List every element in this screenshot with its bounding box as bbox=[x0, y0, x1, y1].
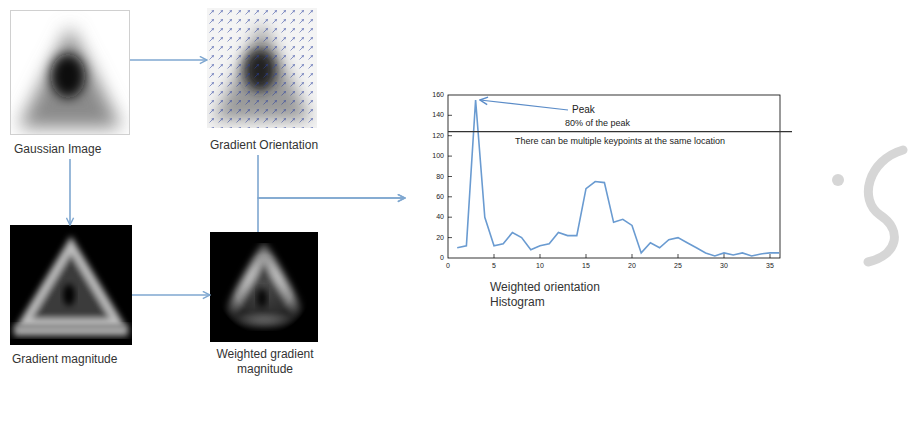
image-panel: Gradient magnitude bbox=[10, 225, 132, 369]
flow-arrow bbox=[258, 155, 405, 198]
gaussian-image bbox=[10, 10, 130, 135]
y-tick-label: 60 bbox=[436, 193, 444, 201]
y-tick-label: 160 bbox=[432, 91, 444, 99]
weighted-magnitude-image bbox=[210, 232, 318, 342]
image-panel: Gradient Orientation bbox=[207, 8, 319, 155]
image-caption: Weighted orientation Histogram bbox=[490, 280, 625, 310]
threshold-label: 80% of the peak bbox=[565, 118, 630, 128]
y-tick-label: 100 bbox=[432, 152, 444, 160]
x-tick-label: 5 bbox=[492, 262, 496, 270]
y-tick-label: 20 bbox=[436, 234, 444, 242]
image-caption: Gaussian Image bbox=[14, 142, 101, 157]
y-tick-label: 120 bbox=[432, 132, 444, 140]
image-caption: Gradient magnitude bbox=[12, 352, 117, 367]
y-tick-label: 80 bbox=[436, 173, 444, 181]
x-tick-label: 30 bbox=[720, 262, 728, 270]
x-tick-label: 10 bbox=[536, 262, 544, 270]
gradient-magnitude-image bbox=[10, 225, 132, 345]
flow-arrow bbox=[130, 59, 207, 61]
gradient-orientation-image bbox=[207, 8, 317, 128]
note-text: There can be multiple keypoints at the s… bbox=[515, 136, 725, 146]
image-caption: Weighted gradient magnitude bbox=[210, 347, 320, 377]
x-tick-label: 25 bbox=[674, 262, 682, 270]
flow-arrow bbox=[69, 159, 71, 225]
y-tick-label: 0 bbox=[440, 254, 444, 262]
image-panel: Gaussian Image bbox=[10, 10, 130, 159]
x-tick-label: 15 bbox=[582, 262, 590, 270]
x-tick-label: 20 bbox=[628, 262, 636, 270]
x-tick-label: 35 bbox=[766, 262, 774, 270]
flow-arrow bbox=[132, 294, 210, 296]
image-panel: Weighted gradient magnitude bbox=[210, 232, 320, 379]
peak-annotation: Peak bbox=[572, 104, 595, 116]
x-tick-label: 0 bbox=[446, 262, 450, 270]
y-tick-label: 140 bbox=[432, 111, 444, 119]
y-tick-label: 40 bbox=[436, 213, 444, 221]
image-caption: Gradient Orientation bbox=[210, 138, 318, 153]
flow-arrow bbox=[258, 198, 405, 232]
